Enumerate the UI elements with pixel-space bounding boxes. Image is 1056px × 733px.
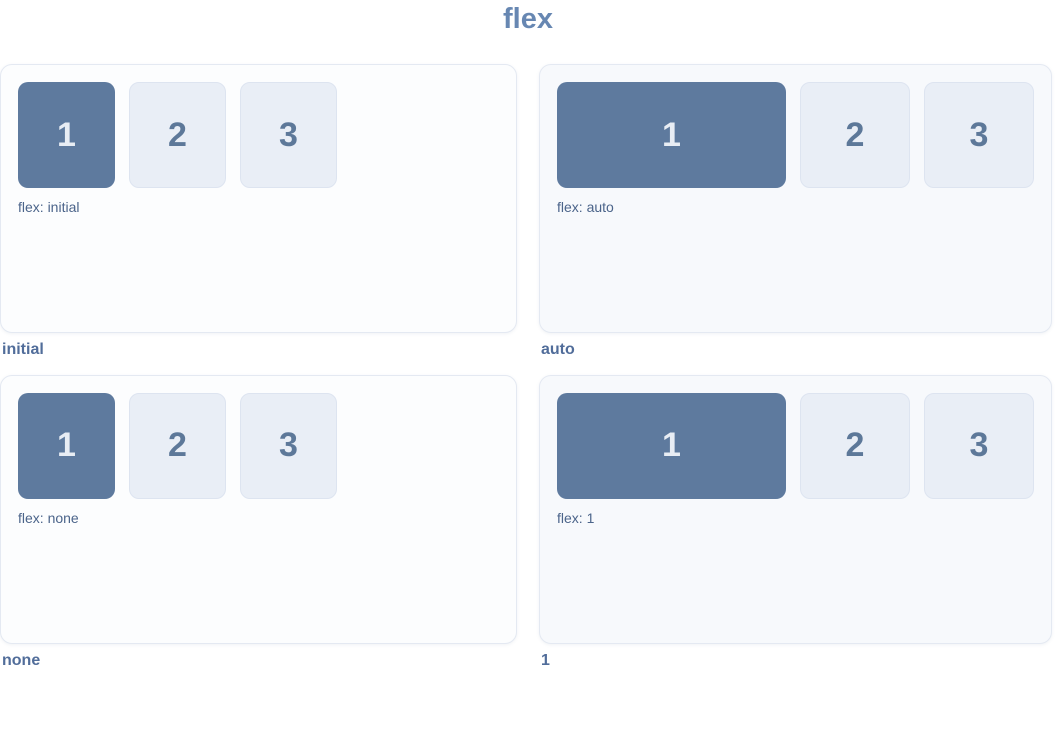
flex-value-label: flex: none	[18, 509, 79, 526]
demo-card-1: 1 2 3 flex: 1	[539, 374, 1052, 644]
panel-caption: auto	[541, 341, 575, 358]
flex-value-label: flex: initial	[18, 199, 80, 215]
panel-initial: 1 2 3 flex: initial initial	[0, 64, 517, 375]
demo-card-auto: 1 2 3 flex: auto	[539, 64, 1052, 333]
page-title: flex	[503, 3, 553, 35]
flex-item-2: 2	[800, 392, 910, 499]
page-header: flex	[0, 0, 1056, 64]
panel-caption: none	[2, 651, 41, 669]
flex-item-3: 3	[240, 82, 337, 188]
flex-item-2: 2	[800, 82, 910, 188]
flex-value-label: flex: auto	[557, 199, 614, 215]
flex-item-3: 3	[924, 392, 1034, 499]
page: flex 1 2 3 flex: initial initial 1 2 3	[0, 0, 1056, 685]
panel-caption: initial	[2, 341, 44, 358]
flex-item-1: 1	[18, 392, 115, 499]
flex-row: 1 2 3	[18, 392, 499, 499]
panel-caption: 1	[541, 651, 550, 669]
panel-auto: 1 2 3 flex: auto auto	[539, 64, 1052, 375]
flex-row: 1 2 3	[557, 392, 1034, 499]
flex-item-1: 1	[18, 82, 115, 188]
panel-none: 1 2 3 flex: none none	[0, 374, 517, 686]
flex-item-1: 1	[557, 82, 786, 188]
flex-item-3: 3	[924, 82, 1034, 188]
demo-grid: 1 2 3 flex: initial initial 1 2 3 flex: …	[0, 64, 1056, 685]
panel-1: 1 2 3 flex: 1 1	[539, 374, 1052, 686]
flex-value-label: flex: 1	[557, 509, 595, 526]
flex-row: 1 2 3	[557, 82, 1034, 188]
demo-card-none: 1 2 3 flex: none	[0, 374, 517, 644]
flex-item-2: 2	[129, 392, 226, 499]
flex-item-2: 2	[129, 82, 226, 188]
flex-item-1: 1	[557, 392, 786, 499]
demo-card-initial: 1 2 3 flex: initial	[0, 64, 517, 333]
flex-item-3: 3	[240, 392, 337, 499]
flex-row: 1 2 3	[18, 82, 499, 188]
